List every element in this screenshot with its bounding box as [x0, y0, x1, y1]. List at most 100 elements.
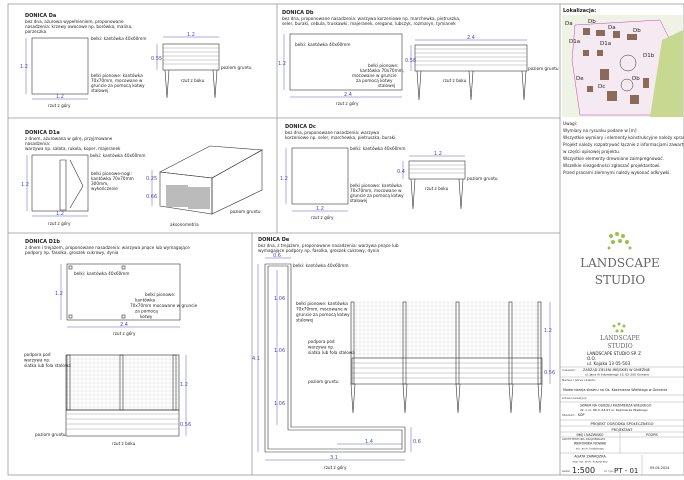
svg-text:belki pionowe:: belki pionowe: — [145, 292, 175, 297]
svg-text:DONICA D1a: DONICA D1a — [25, 130, 60, 136]
svg-text:D1a: D1a — [600, 41, 611, 47]
svg-text:1.2: 1.2 — [544, 328, 552, 334]
svg-text:podpory np. fasolka, groszek c: podpory np. fasolka, groszek cukrowy, dy… — [25, 250, 119, 255]
svg-text:1.2: 1.2 — [187, 32, 195, 38]
svg-text:PROJEKT OGRÓDKA SPOŁECZNEGO: PROJEKT OGRÓDKA SPOŁECZNEGO — [591, 421, 654, 426]
svg-text:Lokalizacja:: Lokalizacja: — [563, 8, 596, 14]
svg-text:gruncie za pomocą kotwy: gruncie za pomocą kotwy — [350, 193, 404, 198]
svg-text:Db: Db — [588, 19, 596, 25]
svg-text:kotwy: kotwy — [140, 314, 153, 319]
landscape-studio-small-logo — [612, 322, 626, 333]
svg-text:mocowane w gruncie: mocowane w gruncie — [352, 73, 397, 78]
panel-donica-da: DONICA Da bez dna, ażurowa wypełnieniem,… — [20, 13, 252, 108]
svg-text:LANDSCAPE STUDIO SP. Z: LANDSCAPE STUDIO SP. Z — [587, 351, 641, 356]
svg-text:gruncie za pomocą kotwy: gruncie za pomocą kotwy — [91, 83, 145, 88]
svg-text:Stadium:: Stadium: — [562, 413, 576, 417]
svg-text:KDP: KDP — [578, 413, 585, 417]
svg-text:Db: Db — [633, 28, 641, 34]
svg-text:1.4: 1.4 — [365, 439, 373, 445]
svg-text:300mm,: 300mm, — [91, 181, 108, 186]
svg-text:Da: Da — [565, 21, 573, 27]
note-line: Wszelkie niezgodności zgłaszać projektan… — [563, 163, 661, 168]
svg-text:3.1: 3.1 — [330, 455, 338, 461]
svg-text:siatka lub fola stalowa: siatka lub fola stalowa — [308, 350, 355, 355]
svg-text:LANDSCAPE: LANDSCAPE — [600, 335, 640, 342]
svg-text:nasadzenia: krzewy owocowe np.: nasadzenia: krzewy owocowe np. borówka, … — [25, 24, 132, 29]
svg-text:1.2: 1.2 — [20, 64, 28, 70]
svg-text:D1a: D1a — [569, 39, 580, 45]
svg-text:z dnem, ażurowana w górę, przy: z dnem, ażurowana w górę, przyjmowane — [25, 136, 113, 141]
svg-text:belki: kantówka 40x60mm: belki: kantówka 40x60mm — [293, 263, 348, 268]
svg-text:1.2: 1.2 — [56, 211, 64, 217]
svg-text:DONICA De: DONICA De — [258, 237, 290, 243]
svg-text:Adres inwestycji:: Adres inwestycji: — [562, 396, 587, 400]
svg-text:nasadzenia:: nasadzenia: — [25, 141, 50, 146]
svg-text:0.66: 0.66 — [146, 194, 157, 200]
svg-text:PODPIS: PODPIS — [646, 433, 658, 437]
svg-text:rzut z boku: rzut z boku — [425, 186, 449, 191]
svg-text:2.4: 2.4 — [344, 92, 352, 98]
svg-text:0.58: 0.58 — [405, 58, 416, 64]
svg-text:1.2: 1.2 — [434, 151, 442, 157]
note-line: w części opisowej projektu. — [563, 149, 620, 154]
svg-text:1.2: 1.2 — [278, 61, 286, 67]
svg-text:skala: skala — [562, 469, 570, 473]
svg-text:rzut z góry: rzut z góry — [336, 101, 359, 106]
svg-text:rzut z góry: rzut z góry — [324, 465, 347, 470]
svg-text:1.2: 1.2 — [56, 94, 64, 100]
svg-text:70x70mm, mocowane w: 70x70mm, mocowane w — [91, 78, 143, 83]
svg-text:1.06: 1.06 — [274, 296, 285, 302]
svg-text:poziom gruntu: poziom gruntu — [528, 66, 559, 71]
svg-text:za pomocą: za pomocą — [135, 309, 158, 314]
svg-text:stalowej: stalowej — [350, 198, 367, 203]
svg-text:korzeniowe np. seler, marchewk: korzeniowe np. seler, marchewka, pietrus… — [285, 135, 395, 140]
svg-text:AGATA ZAWADZKA: AGATA ZAWADZKA — [574, 455, 606, 459]
svg-text:1.2: 1.2 — [180, 382, 188, 388]
panel-donica-d1b: DONICA D1b z dnem i trejażem, proponowan… — [24, 239, 198, 446]
svg-text:2.4: 2.4 — [467, 35, 475, 41]
svg-text:1.2: 1.2 — [280, 176, 288, 182]
svg-text:0.56: 0.56 — [180, 422, 191, 428]
svg-text:0.4: 0.4 — [397, 169, 405, 175]
svg-text:rzut z góry: rzut z góry — [113, 331, 136, 336]
svg-text:PT - 01: PT - 01 — [614, 467, 638, 475]
svg-text:kantówka 70x70mm,: kantówka 70x70mm, — [360, 68, 404, 73]
svg-text:podpora pod: podpora pod — [24, 352, 51, 357]
note-line: Wymiary na rysunku podane w [m] — [563, 128, 637, 133]
svg-text:dz. o nr. 86.3, 64.97 ul. Kazi: dz. o nr. 86.3, 64.97 ul. Kazimierza Wie… — [580, 408, 648, 412]
svg-text:bez dna, proponowane nasadzeni: bez dna, proponowane nasadzenia: warzywa — [285, 130, 379, 135]
svg-text:belki: kantówka 40x60mm: belki: kantówka 40x60mm — [90, 153, 145, 158]
svg-text:09.04.2024: 09.04.2024 — [650, 466, 669, 470]
panel-donica-d1a: DONICA D1a z dnem, ażurowana w górę, prz… — [21, 130, 264, 227]
svg-text:podpora pod: podpora pod — [308, 339, 335, 344]
svg-text:belki: kantówka 40x60mm: belki: kantówka 40x60mm — [74, 271, 129, 276]
svg-text:2.4: 2.4 — [120, 322, 128, 328]
svg-text:wymagające podpory np. fasolka: wymagające podpory np. fasolka, groszek … — [258, 248, 379, 253]
panel-donica-db: DONICA Db bez dna, proponowane nasadzeni… — [278, 10, 559, 106]
svg-text:bez dna, proponowane nasadzeni: bez dna, proponowane nasadzenia: warzywa… — [282, 16, 460, 21]
svg-text:4.1: 4.1 — [252, 356, 260, 362]
svg-text:belki: kantówka 40x60mm: belki: kantówka 40x60mm — [91, 36, 146, 41]
svg-text:DONICA Dc: DONICA Dc — [285, 124, 316, 130]
svg-text:0.6: 0.6 — [273, 253, 281, 259]
svg-text:kantówka 70x70mm: kantówka 70x70mm — [91, 176, 134, 181]
svg-text:PROJEKTANT: PROJEKTANT — [612, 428, 634, 432]
svg-text:bez dna, z trejażem, proponowa: bez dna, z trejażem, proponowane nasadze… — [258, 243, 399, 248]
svg-text:rzut z góry: rzut z góry — [48, 221, 71, 226]
svg-text:WERONIKA NOWAK: WERONIKA NOWAK — [574, 442, 607, 446]
svg-text:belki pionowe:: belki pionowe: — [368, 63, 398, 68]
svg-text:rzut z góry: rzut z góry — [48, 103, 71, 108]
panel-donica-de: DONICA De bez dna, z trejażem, proponowa… — [252, 237, 555, 470]
svg-text:Dc: Dc — [598, 84, 605, 90]
note-line: Przed pracami ziemnymi należy wykonać od… — [563, 170, 671, 175]
trellis-grid — [65, 354, 179, 410]
svg-text:De: De — [576, 76, 584, 82]
svg-text:bez dna, ażurowa wypełnieniem,: bez dna, ażurowa wypełnieniem, proponowa… — [25, 19, 124, 24]
svg-text:STUDIO: STUDIO — [595, 273, 646, 287]
svg-text:rzut z boku: rzut z boku — [443, 78, 467, 83]
svg-text:stalowej: stalowej — [296, 318, 313, 323]
svg-text:STUDIO: STUDIO — [607, 343, 632, 350]
svg-text:kantówka: kantówka — [135, 298, 156, 303]
svg-text:seler, buraki, cebula, truskaw: seler, buraki, cebula, truskawki, majera… — [282, 21, 456, 26]
